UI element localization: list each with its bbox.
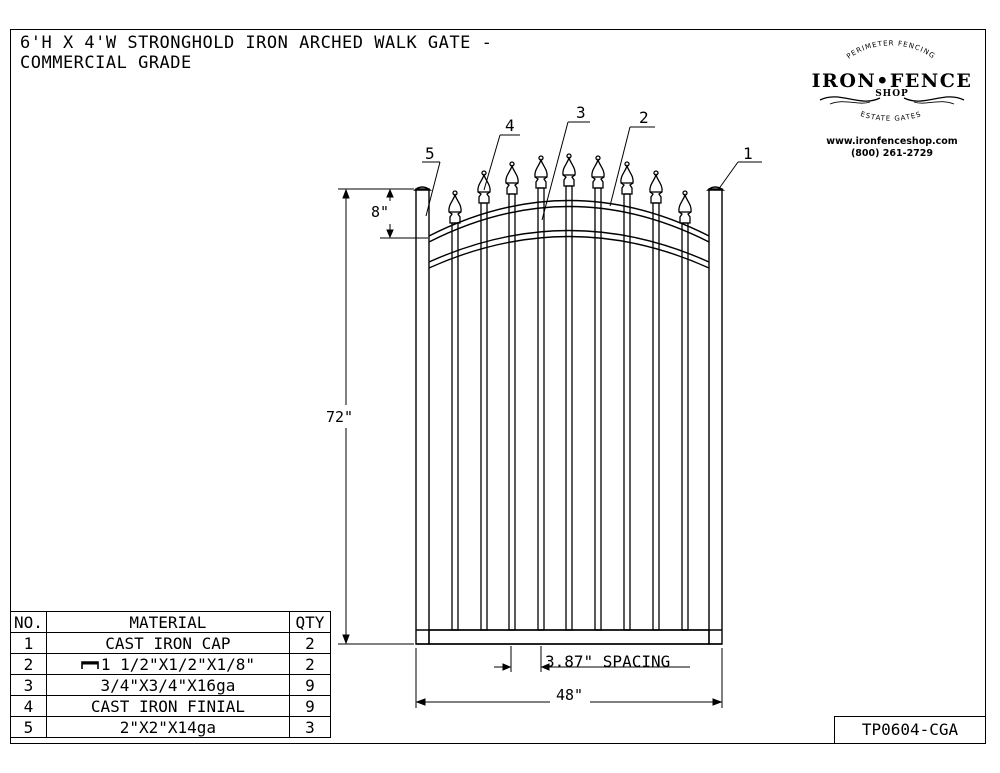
arch-rail-top-a <box>428 199 710 237</box>
bom-no: 1 <box>10 632 47 654</box>
table-row: 2 1 1/2"X1/2"X1/8" 2 <box>10 653 331 675</box>
picket-with-finial <box>562 153 576 631</box>
bom-qty: 3 <box>288 716 331 738</box>
bom-material: 1 1/2"X1/2"X1/8" <box>100 654 255 674</box>
bom-qty: 9 <box>288 695 331 717</box>
table-row: 5 2"X2"X14ga 3 <box>10 716 331 738</box>
picket-with-finial <box>678 190 692 631</box>
bom-header-row: NO. MATERIAL QTY <box>10 611 331 633</box>
title-line-2: COMMERCIAL GRADE <box>20 53 192 73</box>
bom-header-qty: QTY <box>288 611 331 633</box>
logo-sub: SHOP <box>875 89 909 99</box>
bom-qty: 2 <box>288 653 331 675</box>
bom-material: 2"X2"X14ga <box>45 716 290 738</box>
title-line-1: 6'H X 4'W STRONGHOLD IRON ARCHED WALK GA… <box>20 33 493 53</box>
drawing-title: 6'H X 4'W STRONGHOLD IRON ARCHED WALK GA… <box>20 33 492 73</box>
bom-material-cell: 1 1/2"X1/2"X1/8" <box>45 653 290 675</box>
picket-with-finial <box>620 161 634 631</box>
picket-with-finial <box>534 155 548 631</box>
bom-qty: 9 <box>288 674 331 696</box>
bom-no: 2 <box>10 653 47 675</box>
logo-phone: (800) 261-2729 <box>850 148 934 159</box>
left-post <box>415 188 430 645</box>
right-cap <box>706 186 726 191</box>
logo-name: IRON•FENCE <box>811 70 973 92</box>
bottom-rail <box>428 629 710 645</box>
left-cap <box>413 186 433 191</box>
picket-with-finial <box>477 170 491 631</box>
arch-rail-bottom-a <box>428 229 710 263</box>
picket-with-finial <box>448 190 462 631</box>
channel-profile-icon <box>81 661 99 669</box>
picket-with-finial <box>591 155 605 631</box>
table-row: 1 CAST IRON CAP 2 <box>10 632 331 654</box>
callout-5: 5 <box>425 144 435 163</box>
bom-header-material: MATERIAL <box>45 611 290 633</box>
logo-ornament-icon: PERIMETER FENCING ESTATE GATES <box>819 39 965 123</box>
table-row: 3 3/4"X3/4"X16ga 9 <box>10 674 331 696</box>
bom-no: 3 <box>10 674 47 696</box>
bill-of-materials-table: NO. MATERIAL QTY 1 CAST IRON CAP 2 2 1 1… <box>10 611 331 738</box>
bom-no: 4 <box>10 695 47 717</box>
bom-no: 5 <box>10 716 47 738</box>
callout-1: 1 <box>743 144 753 163</box>
dim-arch-rise: 8" <box>371 203 390 221</box>
right-post <box>708 188 723 645</box>
iron-fence-shop-logo: PERIMETER FENCING ESTATE GATES IRON•FENC… <box>800 38 980 168</box>
bom-header-no: NO. <box>10 611 47 633</box>
bom-material: CAST IRON CAP <box>45 632 290 654</box>
picket-with-finial <box>505 161 519 631</box>
dim-height: 72" <box>326 408 354 426</box>
callout-3: 3 <box>576 103 586 122</box>
bom-material: 3/4"X3/4"X16ga <box>45 674 290 696</box>
dim-width: 48" <box>556 686 584 704</box>
part-number: TP0604-CGA <box>834 716 986 744</box>
bom-material: CAST IRON FINIAL <box>45 695 290 717</box>
callout-2: 2 <box>639 108 649 127</box>
logo-website: www.ironfenceshop.com <box>826 136 958 147</box>
dim-spacing: 3.87" SPACING <box>545 652 671 671</box>
bom-qty: 2 <box>288 632 331 654</box>
table-row: 4 CAST IRON FINIAL 9 <box>10 695 331 717</box>
picket-with-finial <box>649 170 663 631</box>
drawing-frame <box>10 29 986 744</box>
callout-4: 4 <box>505 116 515 135</box>
